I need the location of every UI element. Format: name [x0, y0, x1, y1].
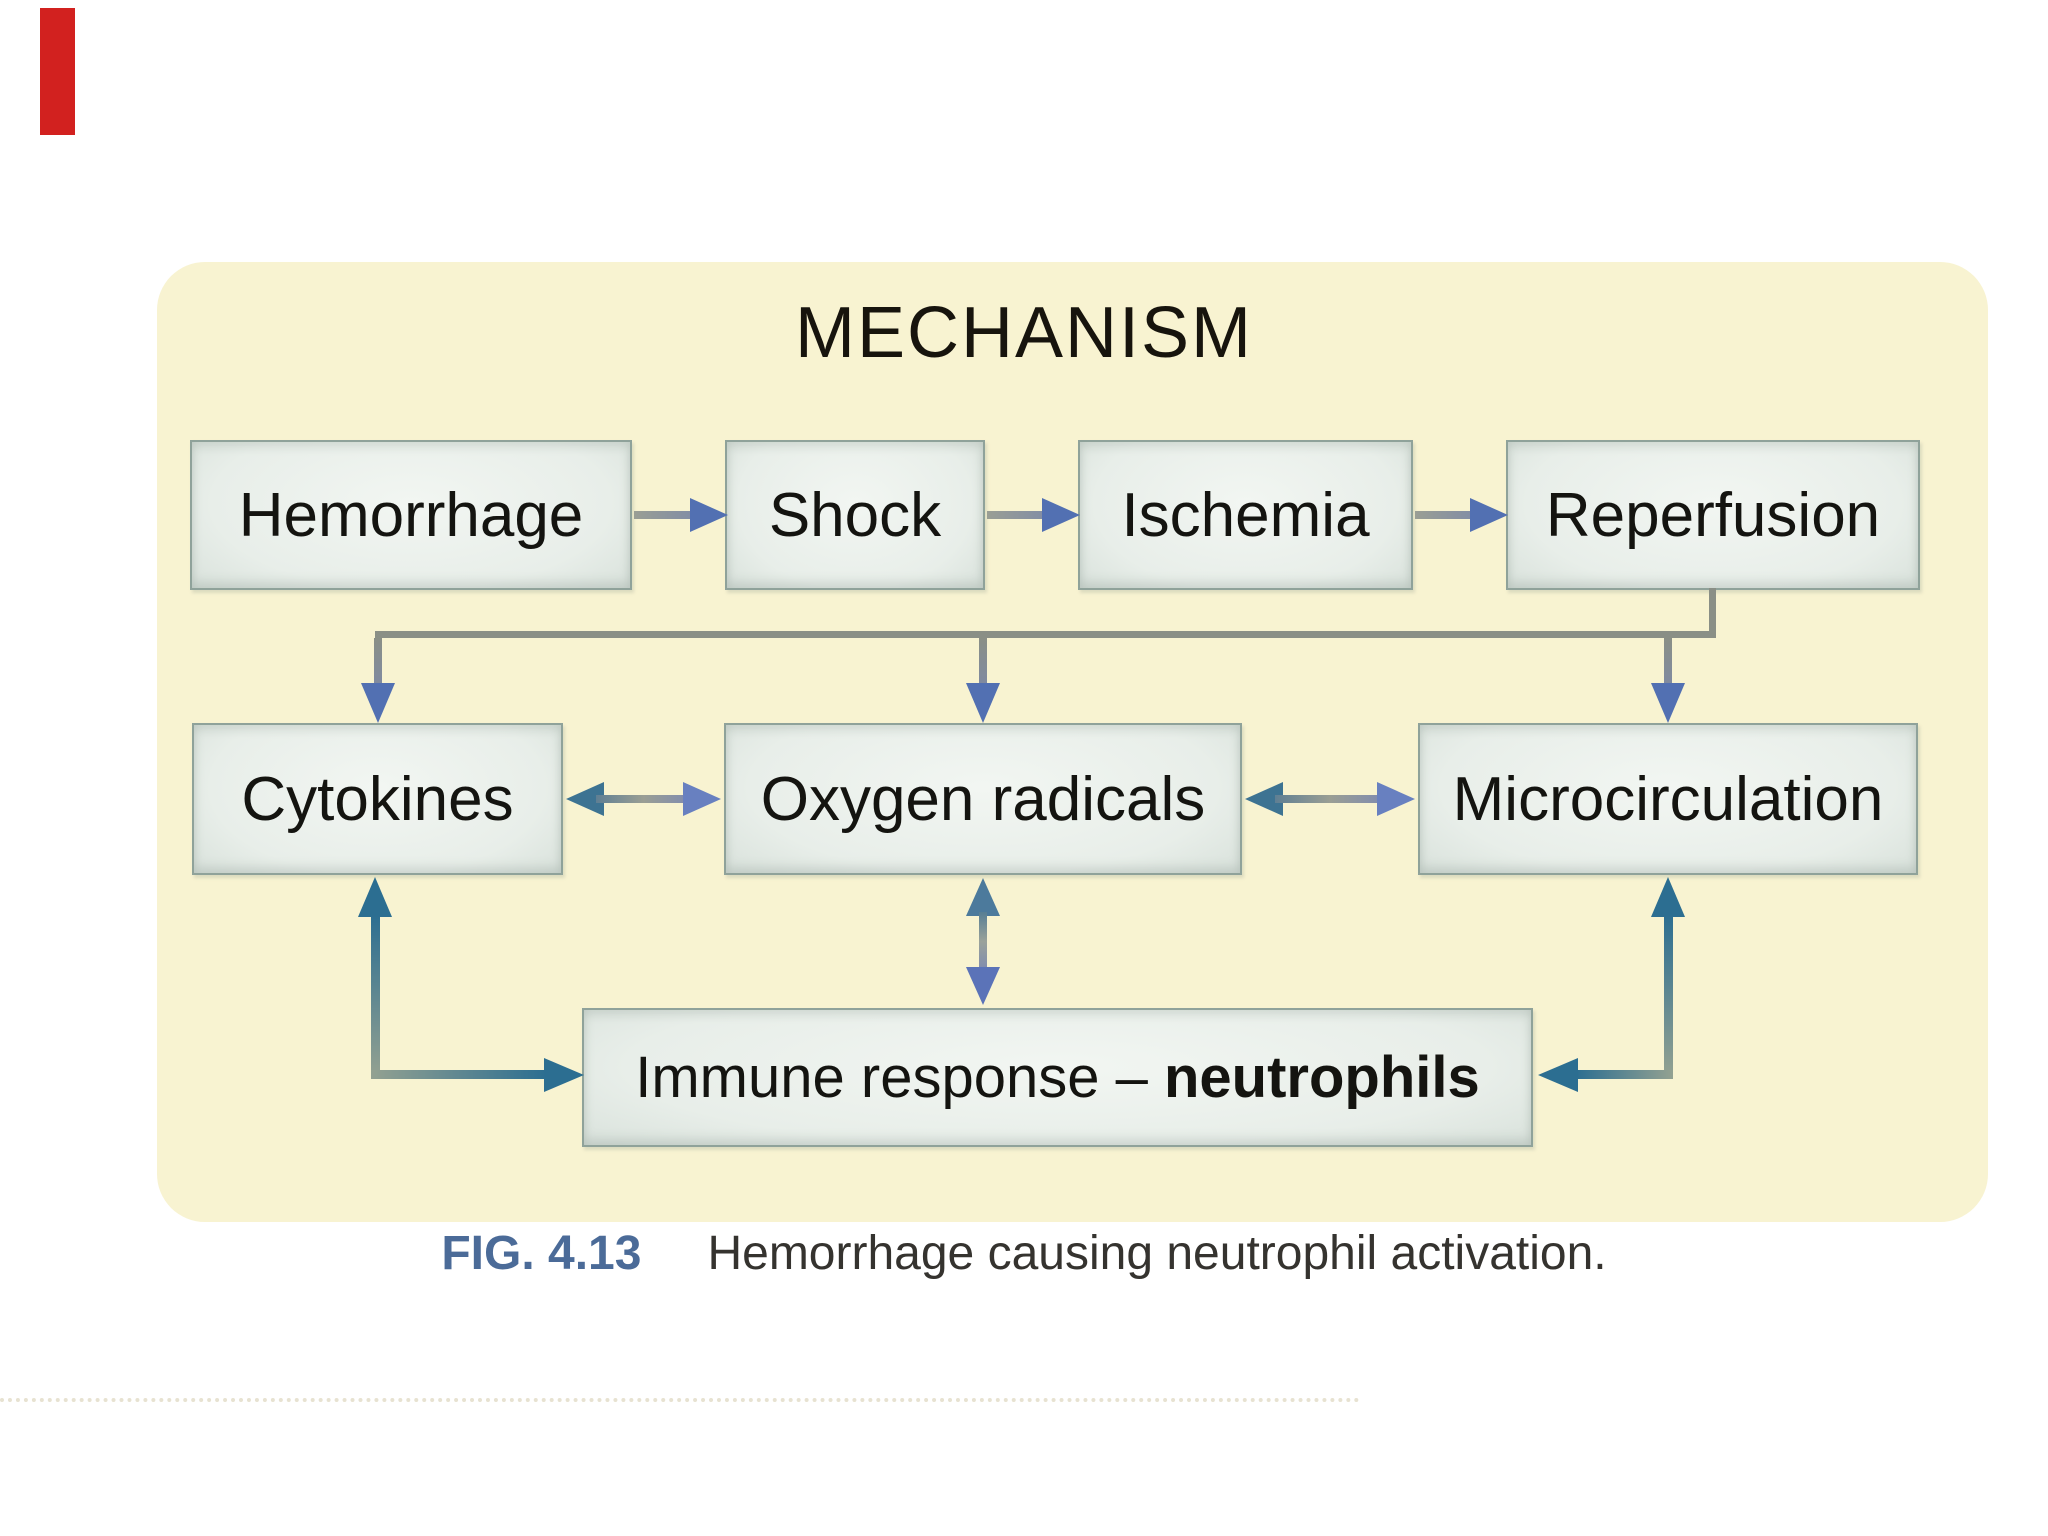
arrowhead-down-icon [966, 967, 1000, 1005]
arrow-shaft [634, 511, 698, 519]
node-hemorrhage: Hemorrhage [190, 440, 632, 590]
arrowhead-up-icon [966, 878, 1000, 916]
figure-number: FIG. 4.13 [441, 1227, 642, 1280]
arrowhead-down-icon [1651, 683, 1685, 723]
node-reperfusion-label: Reperfusion [1545, 480, 1881, 550]
arrowhead-up-icon [358, 877, 392, 917]
node-hemorrhage-label: Hemorrhage [238, 480, 584, 550]
arrow-shaft [987, 511, 1050, 519]
arrow-shaft [1275, 795, 1385, 803]
arrowhead-down-icon [361, 683, 395, 723]
arrow-shaft [979, 912, 987, 971]
node-ischemia-label: Ischemia [1121, 480, 1370, 550]
arrow-shaft [371, 915, 380, 1077]
node-cytokines: Cytokines [192, 723, 563, 875]
arrowhead-down-icon [966, 683, 1000, 723]
red-marker-bar [40, 8, 75, 135]
arrow-shaft [1415, 511, 1478, 519]
arrow-shaft [374, 638, 382, 691]
arrowhead-left-icon [1538, 1058, 1578, 1092]
node-cytokines-label: Cytokines [241, 764, 514, 834]
arrow-hemorrhage-to-shock [634, 498, 728, 532]
node-immune-response: Immune response – neutrophils [582, 1008, 1533, 1147]
arrow-to-cytokines [361, 638, 395, 723]
arrow-shaft [371, 1070, 546, 1079]
arrowhead-right-icon [1042, 498, 1080, 532]
node-microcirculation: Microcirculation [1418, 723, 1918, 875]
arrowhead-right-icon [544, 1058, 584, 1092]
figure-caption-text: Hemorrhage causing neutrophil activation… [707, 1227, 1607, 1280]
arrow-shaft [1664, 638, 1672, 691]
node-reperfusion: Reperfusion [1506, 440, 1920, 590]
arrowhead-right-icon [1470, 498, 1508, 532]
connector-reperfusion-drop [1709, 588, 1716, 638]
node-shock-label: Shock [768, 480, 942, 550]
arrow-shaft [979, 638, 987, 691]
figure-caption: FIG. 4.13 Hemorrhage causing neutrophil a… [0, 1226, 2048, 1281]
neutrophils-bold-text: neutrophils [1163, 1045, 1480, 1110]
arrow-shaft [596, 795, 691, 803]
arrow-to-oxygen-radicals [966, 638, 1000, 723]
arrowhead-up-icon [1651, 877, 1685, 917]
double-arrow-oxygen-immune [966, 878, 1000, 1005]
arrow-to-microcirculation [1651, 638, 1685, 723]
node-microcirculation-label: Microcirculation [1452, 764, 1884, 834]
connector-distribution-line [375, 631, 1716, 638]
node-oxygen-radicals-label: Oxygen radicals [760, 764, 1206, 834]
arrow-shaft [1576, 1070, 1673, 1079]
page-divider-line [0, 1398, 1360, 1402]
double-arrow-oxygen-microcirculation [1245, 782, 1415, 816]
arrowhead-right-icon [1377, 782, 1415, 816]
diagram-title: MECHANISM [794, 293, 1253, 373]
double-arrow-cytokines-oxygen [566, 782, 721, 816]
arrowhead-right-icon [690, 498, 728, 532]
node-oxygen-radicals: Oxygen radicals [724, 723, 1242, 875]
arrow-shaft [1664, 915, 1673, 1077]
arrowhead-right-icon [683, 782, 721, 816]
arrow-ischemia-to-reperfusion [1415, 498, 1508, 532]
node-immune-response-label: Immune response – neutrophils [635, 1045, 1480, 1110]
node-ischemia: Ischemia [1078, 440, 1413, 590]
node-shock: Shock [725, 440, 985, 590]
arrow-shock-to-ischemia [987, 498, 1080, 532]
